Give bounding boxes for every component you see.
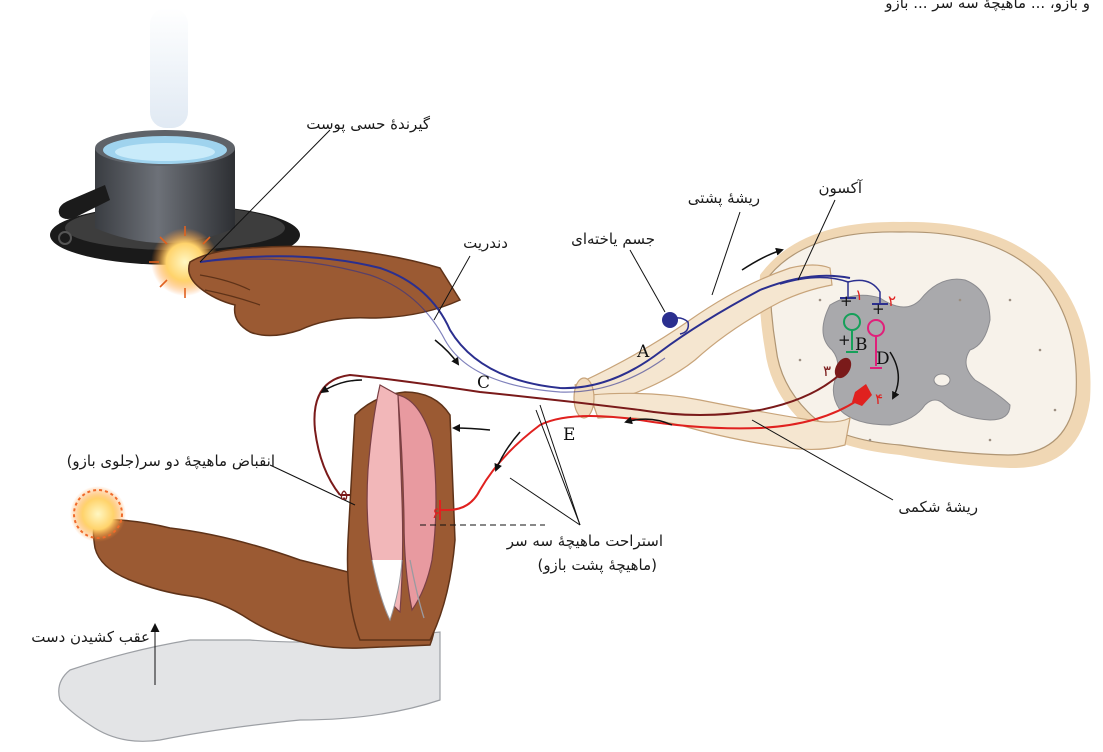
- steam: [150, 8, 188, 128]
- number-3: ۳: [823, 362, 831, 380]
- number-2: ۲: [888, 292, 896, 310]
- number-5: ۵: [340, 486, 348, 504]
- number-4: ۴: [875, 390, 883, 408]
- letter-a: A: [636, 342, 650, 362]
- label-cell-body: جسم یاخته‌ای: [571, 230, 655, 248]
- plus-sign-1: +: [840, 292, 853, 310]
- heat-burst-bottom: [70, 486, 126, 542]
- letter-c: C: [477, 373, 490, 393]
- letter-d: D: [876, 349, 890, 369]
- label-biceps-contraction: انقباض ماهیچهٔ دو سر(جلوی بازو): [67, 452, 275, 470]
- label-dorsal-root: ریشهٔ پشتی: [688, 189, 760, 208]
- label-dendrite: دندریت: [463, 234, 508, 252]
- plus-sign-2: +: [872, 300, 885, 318]
- label-axon: آکسون: [819, 179, 863, 197]
- plus-sign-3: +: [838, 331, 851, 349]
- letter-e: E: [563, 425, 575, 445]
- label-triceps-relax: استراحت ماهیچهٔ سه سر: [506, 532, 663, 550]
- label-triceps-relax-sub: (ماهیچهٔ پشت بازو): [537, 556, 657, 575]
- number-1: ۱: [855, 286, 863, 304]
- label-ventral-root: ریشهٔ شکمی: [898, 498, 978, 516]
- label-skin-receptor: گیرندهٔ حسی پوست: [306, 115, 431, 134]
- number-6: ۶: [432, 504, 440, 522]
- letter-b: B: [855, 335, 868, 355]
- label-withdraw-hand: عقب کشیدن دست: [31, 628, 150, 646]
- top-text-fragment: و بازو، ... ماهیچهٔ سه سر ... بازو: [884, 0, 1090, 12]
